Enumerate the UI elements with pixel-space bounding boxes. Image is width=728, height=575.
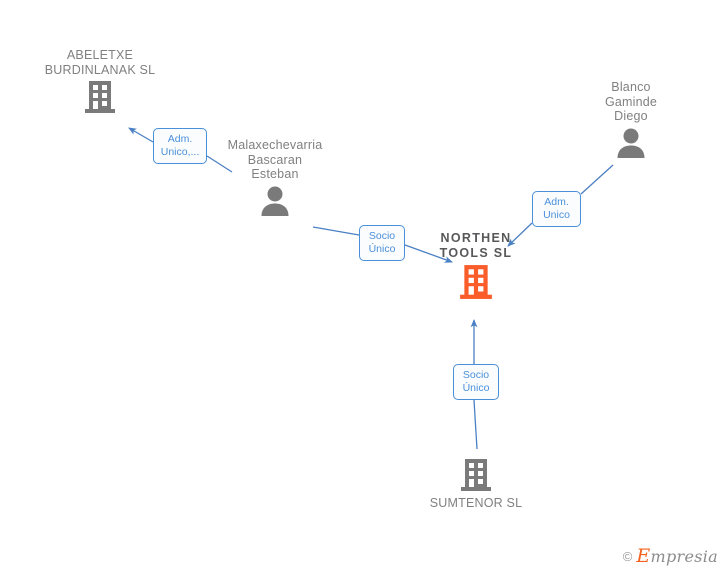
node-label-sumtenor: SUMTENOR SL xyxy=(429,496,523,510)
person-icon xyxy=(615,127,647,159)
node-label-northen-tools-sl: NORTHEN TOOLS SL xyxy=(439,231,513,260)
node-blanco-gaminde-diego[interactable]: Blanco Gaminde Diego xyxy=(551,80,711,159)
edge-label-to-abeletxe xyxy=(128,127,154,143)
building-icon xyxy=(460,264,492,300)
relation-label-socio-unico-sumtenor[interactable]: Socio Único xyxy=(453,364,499,400)
brand-rest: mpresia xyxy=(650,547,718,566)
relation-label-socio-unico-malaxechevarria[interactable]: Socio Único xyxy=(359,225,405,261)
building-icon xyxy=(461,458,491,492)
relation-label-adm-unico-blanco[interactable]: Adm. Unico xyxy=(532,191,581,227)
edge-sumtenor-to-label xyxy=(473,399,478,450)
node-northen-tools-sl[interactable]: NORTHEN TOOLS SL xyxy=(396,231,556,300)
node-label-malaxechevarria: Malaxechevarria Bascaran Esteban xyxy=(227,138,323,181)
node-label-abeletxe: ABELETXE BURDINLANAK SL xyxy=(44,48,156,77)
brand-initial: E xyxy=(636,545,651,567)
person-icon xyxy=(259,185,291,217)
empresia-watermark: © Empresia xyxy=(623,545,718,567)
node-malaxechevarria-bascaran-esteban[interactable]: Malaxechevarria Bascaran Esteban xyxy=(195,138,355,217)
edge-blanco-to-label xyxy=(580,164,614,195)
brand-name: Empresia xyxy=(636,545,718,567)
copyright-symbol: © xyxy=(622,548,633,564)
node-label-blanco: Blanco Gaminde Diego xyxy=(604,80,658,123)
relation-label-adm-unico-abeletxe[interactable]: Adm. Unico,... xyxy=(153,128,207,164)
node-sumtenor-sl[interactable]: SUMTENOR SL xyxy=(396,458,556,511)
building-icon xyxy=(85,80,115,114)
edge-malaxechevarria-to-label-northen xyxy=(312,226,360,236)
node-abeletxe-burdinlanak-sl[interactable]: ABELETXE BURDINLANAK SL xyxy=(20,48,180,114)
